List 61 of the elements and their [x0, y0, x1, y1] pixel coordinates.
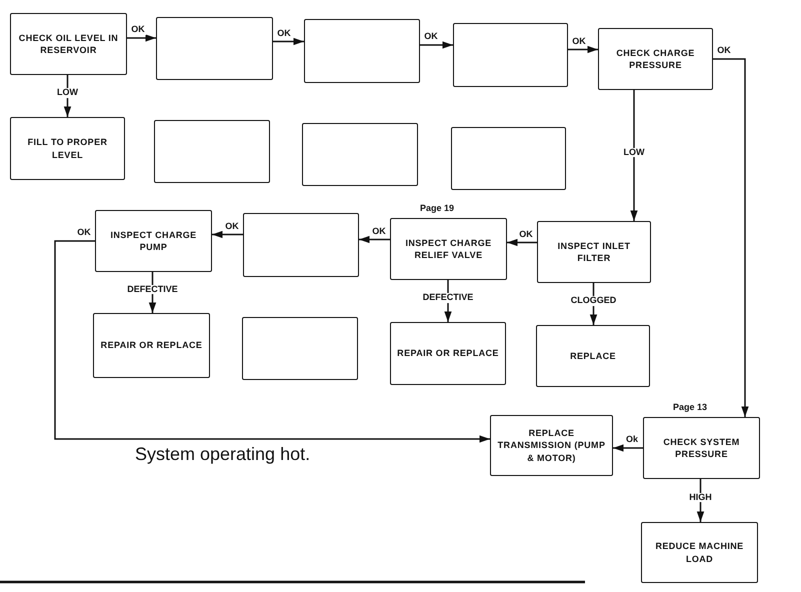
box-text: REPAIR OR REPLACE [397, 347, 499, 360]
process-box [95, 210, 212, 272]
box-text: REPLACE TRANSMISSION (PUMP & MOTOR) [496, 427, 606, 464]
empty-box [156, 17, 273, 80]
empty-box [154, 120, 270, 183]
edge-label: CLOGGED [570, 296, 618, 306]
page-reference: Page 19 [420, 203, 454, 213]
edge-label: LOW [622, 148, 646, 158]
empty-box [453, 23, 568, 87]
process-box [10, 117, 125, 180]
empty-box [302, 123, 418, 186]
box-text: CHECK CHARGE PRESSURE [615, 46, 696, 72]
empty-box [243, 213, 359, 277]
box-text: REPLACE [570, 350, 616, 362]
edge-label: OK [518, 230, 534, 240]
process-box [490, 415, 613, 476]
process-box [390, 218, 507, 280]
edge-label: Ok [625, 435, 639, 445]
edge-label: OK [130, 25, 146, 35]
edge-label: OK [423, 32, 439, 42]
box-text: INSPECT CHARGE PUMP [109, 228, 198, 254]
edge-label: DEFECTIVE [422, 293, 474, 303]
arrow [359, 236, 390, 244]
box-text: INSPECT INLET FILTER [556, 240, 632, 264]
edge-label: OK [571, 36, 587, 46]
process-box [390, 322, 506, 385]
process-box [10, 13, 127, 75]
edge-label: OK [716, 46, 732, 56]
edge-label: OK [371, 226, 387, 236]
box-text: REPAIR OR REPLACE [100, 339, 202, 352]
box-text: FILL TO PROPER LEVEL [26, 136, 108, 161]
box-text: REDUCE MACHINE LOAD [654, 540, 745, 565]
arrow [713, 58, 749, 417]
edge-label: DEFECTIVE [126, 284, 179, 294]
page-reference: Page 13 [673, 402, 708, 412]
edge-label: HIGH [688, 492, 713, 502]
empty-box [242, 317, 358, 380]
arrow [613, 444, 643, 452]
process-box [641, 522, 758, 583]
arrow [630, 90, 638, 221]
arrow [420, 41, 453, 49]
caption: System operating hot. [135, 445, 310, 465]
box-text: CHECK SYSTEM PRESSURE [662, 436, 741, 460]
arrow [54, 240, 490, 443]
process-box [598, 28, 713, 90]
arrow [212, 230, 243, 238]
arrow [507, 238, 537, 246]
process-box [93, 313, 210, 378]
process-box [537, 221, 651, 283]
edge-label: OK [76, 228, 92, 238]
edge-label: LOW [56, 88, 79, 98]
edge-label: OK [276, 28, 292, 38]
arrow [273, 38, 304, 46]
edge-label: OK [224, 222, 240, 232]
arrow [568, 46, 598, 54]
empty-box [451, 127, 566, 190]
process-box [643, 417, 760, 479]
process-box [536, 325, 650, 387]
box-text: INSPECT CHARGE RELIEF VALVE [404, 236, 493, 262]
arrow [127, 34, 156, 42]
box-text: CHECK OIL LEVEL IN RESERVOIR [18, 32, 120, 56]
